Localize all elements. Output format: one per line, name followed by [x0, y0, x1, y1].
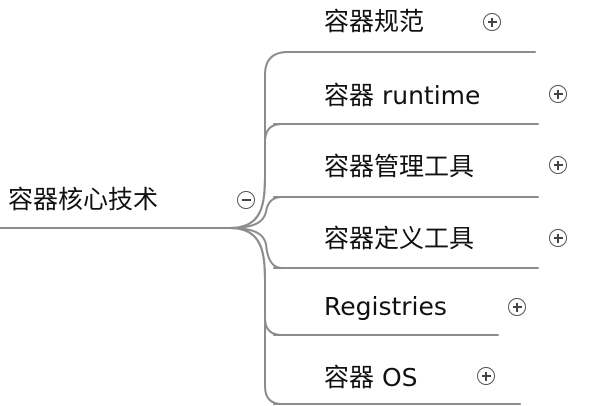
expand-icon[interactable] [508, 298, 526, 316]
child-node-label-4[interactable]: 容器定义工具 [324, 224, 475, 253]
child-node-label-6[interactable]: 容器 OS [324, 363, 418, 392]
child-node-label-5[interactable]: Registries [324, 292, 447, 321]
child-node-label-1[interactable]: 容器规范 [324, 7, 425, 36]
child-node-label-3[interactable]: 容器管理工具 [324, 152, 475, 181]
expand-icon[interactable] [549, 229, 567, 247]
branch-3 [229, 196, 283, 229]
expand-icon[interactable] [549, 85, 567, 103]
expand-icon[interactable] [477, 367, 495, 385]
branch-4 [229, 227, 283, 269]
collapse-icon[interactable] [237, 191, 255, 209]
branch-5 [229, 227, 283, 336]
expand-icon[interactable] [483, 13, 501, 31]
expand-icon[interactable] [549, 156, 567, 174]
root-node-label[interactable]: 容器核心技术 [8, 185, 159, 214]
branch-2 [229, 123, 283, 229]
branch-6 [229, 227, 283, 405]
child-node-label-2[interactable]: 容器 runtime [324, 81, 481, 110]
